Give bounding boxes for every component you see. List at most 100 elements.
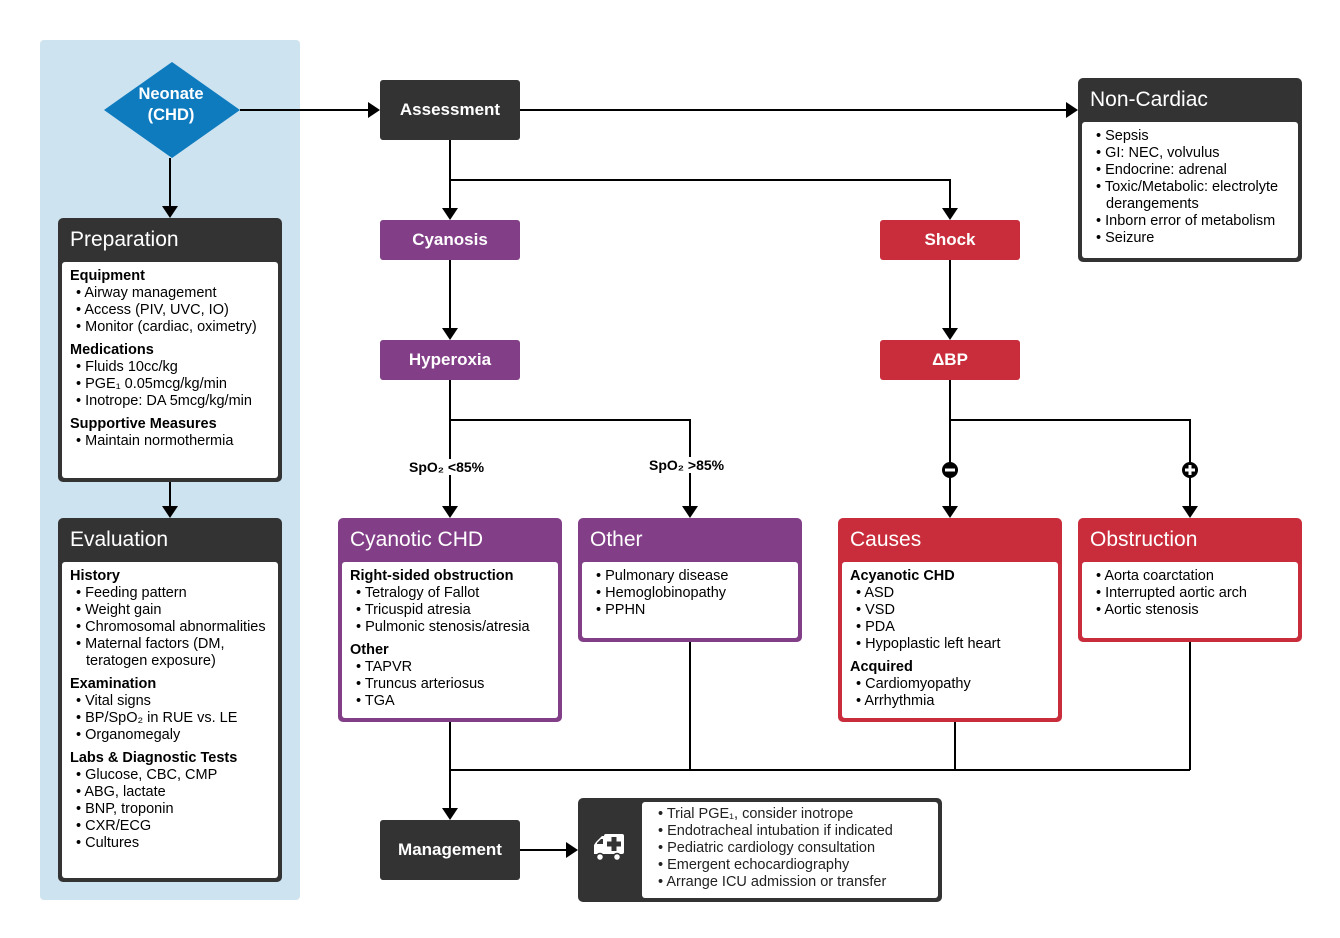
- card-body: Acyanotic CHDASDVSDPDAHypoplastic left h…: [842, 562, 1058, 718]
- plus-circle-icon: [1182, 462, 1198, 478]
- list-item: Access (PIV, UVC, IO): [70, 302, 270, 319]
- card-title: Cyanotic CHD: [350, 528, 484, 551]
- start-diamond: [104, 62, 240, 158]
- list-item: PPHN: [590, 602, 790, 619]
- card-body: SepsisGI: NEC, volvulusEndocrine: adrena…: [1082, 122, 1298, 258]
- list-item: BNP, troponin: [70, 801, 270, 818]
- section-heading: Examination: [70, 676, 157, 692]
- list-item: Fluids 10cc/kg: [70, 359, 270, 376]
- start-line1: Neonate: [138, 85, 204, 103]
- list-item: Tricuspid atresia: [350, 602, 550, 619]
- list-item: PDA: [850, 619, 1050, 636]
- card-title: Preparation: [70, 228, 179, 251]
- list-item: Toxic/Metabolic: electrolyte derangement…: [1090, 179, 1290, 213]
- spo2-high-label: SpO₂ >85%: [647, 457, 727, 473]
- card-title: Non-Cardiac: [1090, 88, 1208, 111]
- list-item: Cultures: [70, 835, 270, 852]
- edge-bp-obstruction: [950, 419, 1198, 518]
- list-item: VSD: [850, 602, 1050, 619]
- list-item: Aorta coarctation: [1090, 568, 1290, 585]
- section-heading: Equipment: [70, 268, 145, 284]
- list-item: Maternal factors (DM, teratogen exposure…: [70, 636, 270, 670]
- management-action: Pediatric cardiology consultation: [652, 840, 928, 857]
- list-item: Hemoglobinopathy: [590, 585, 790, 602]
- evaluation-card: EvaluationHistoryFeeding patternWeight g…: [58, 518, 282, 882]
- list-item: Inborn error of metabolism: [1090, 213, 1290, 230]
- shock-node[interactable]: Shock: [880, 220, 1020, 260]
- list-item: Airway management: [70, 285, 270, 302]
- list-item: Pulmonary disease: [590, 568, 790, 585]
- cyanosis-node[interactable]: Cyanosis: [380, 220, 520, 260]
- section-heading: Right-sided obstruction: [350, 568, 514, 584]
- list-item: TGA: [350, 693, 550, 710]
- management-action: Emergent echocardiography: [652, 857, 928, 874]
- list-item: PGE₁ 0.05mcg/kg/min: [70, 376, 270, 393]
- management-action: Endotracheal intubation if indicated: [652, 823, 928, 840]
- list-item: Tetralogy of Fallot: [350, 585, 550, 602]
- list-item: ABG, lactate: [70, 784, 270, 801]
- card-title: Obstruction: [1090, 528, 1198, 551]
- list-item: Monitor (cardiac, oximetry): [70, 319, 270, 336]
- edge-merge: [450, 642, 1191, 771]
- start-label: Neonate (CHD): [104, 84, 238, 126]
- section-heading: Other: [350, 642, 389, 658]
- card-body: EquipmentAirway managementAccess (PIV, U…: [62, 262, 278, 478]
- spo2-low-label: SpO₂ <85%: [407, 459, 487, 475]
- management-node[interactable]: Management: [380, 820, 520, 880]
- section-heading: Labs & Diagnostic Tests: [70, 750, 238, 766]
- card-title: Evaluation: [70, 528, 169, 551]
- list-item: Chromosomal abnormalities: [70, 619, 270, 636]
- card-body: HistoryFeeding patternWeight gainChromos…: [62, 562, 278, 878]
- list-item: Pulmonic stenosis/atresia: [350, 619, 550, 636]
- list-item: GI: NEC, volvulus: [1090, 145, 1290, 162]
- ambulance-icon: [594, 834, 624, 862]
- list-item: Seizure: [1090, 230, 1290, 247]
- card-body: Pulmonary diseaseHemoglobinopathyPPHN: [582, 562, 798, 638]
- assessment-node[interactable]: Assessment: [380, 80, 520, 140]
- card-body: Right-sided obstructionTetralogy of Fall…: [342, 562, 558, 718]
- management-actions-list: Trial PGE₁, consider inotropeEndotrachea…: [642, 802, 938, 898]
- card-title: Other: [590, 528, 643, 551]
- list-item: Feeding pattern: [70, 585, 270, 602]
- other-card: OtherPulmonary diseaseHemoglobinopathyPP…: [578, 518, 802, 642]
- list-item: Sepsis: [1090, 128, 1290, 145]
- section-heading: Acyanotic CHD: [850, 568, 955, 584]
- management-action: Trial PGE₁, consider inotrope: [652, 806, 928, 823]
- card-body: Aorta coarctationInterrupted aortic arch…: [1082, 562, 1298, 638]
- section-heading: Supportive Measures: [70, 416, 217, 432]
- list-item: Endocrine: adrenal: [1090, 162, 1290, 179]
- section-heading: Medications: [70, 342, 154, 358]
- edge-hyperoxia-other: [450, 419, 698, 518]
- list-item: Inotrope: DA 5mcg/kg/min: [70, 393, 270, 410]
- delta-bp-node[interactable]: ΔBP: [880, 340, 1020, 380]
- preparation-card: PreparationEquipmentAirway managementAcc…: [58, 218, 282, 482]
- obstruction-card: ObstructionAorta coarctationInterrupted …: [1078, 518, 1302, 642]
- start-line2: (CHD): [147, 106, 195, 124]
- non-cardiac-card: Non-CardiacSepsisGI: NEC, volvulusEndocr…: [1078, 78, 1302, 262]
- list-item: TAPVR: [350, 659, 550, 676]
- hyperoxia-node[interactable]: Hyperoxia: [380, 340, 520, 380]
- list-item: Organomegaly: [70, 727, 270, 744]
- list-item: Glucose, CBC, CMP: [70, 767, 270, 784]
- section-heading: Acquired: [850, 659, 913, 675]
- list-item: Arrhythmia: [850, 693, 1050, 710]
- cyanotic-chd-card: Cyanotic CHD Right-sided obstructionTetra…: [338, 518, 562, 722]
- list-item: Cardiomyopathy: [850, 676, 1050, 693]
- list-item: Truncus arteriosus: [350, 676, 550, 693]
- card-title: Causes: [850, 528, 922, 551]
- list-item: CXR/ECG: [70, 818, 270, 835]
- list-item: Weight gain: [70, 602, 270, 619]
- management-action: Arrange ICU admission or transfer: [652, 874, 928, 891]
- list-item: Vital signs: [70, 693, 270, 710]
- list-item: Aortic stenosis: [1090, 602, 1290, 619]
- section-heading: History: [70, 568, 120, 584]
- list-item: Interrupted aortic arch: [1090, 585, 1290, 602]
- edge-assessment-shock: [450, 179, 958, 220]
- minus-circle-icon: [942, 462, 958, 478]
- list-item: ASD: [850, 585, 1050, 602]
- list-item: Hypoplastic left heart: [850, 636, 1050, 653]
- list-item: BP/SpO₂ in RUE vs. LE: [70, 710, 270, 727]
